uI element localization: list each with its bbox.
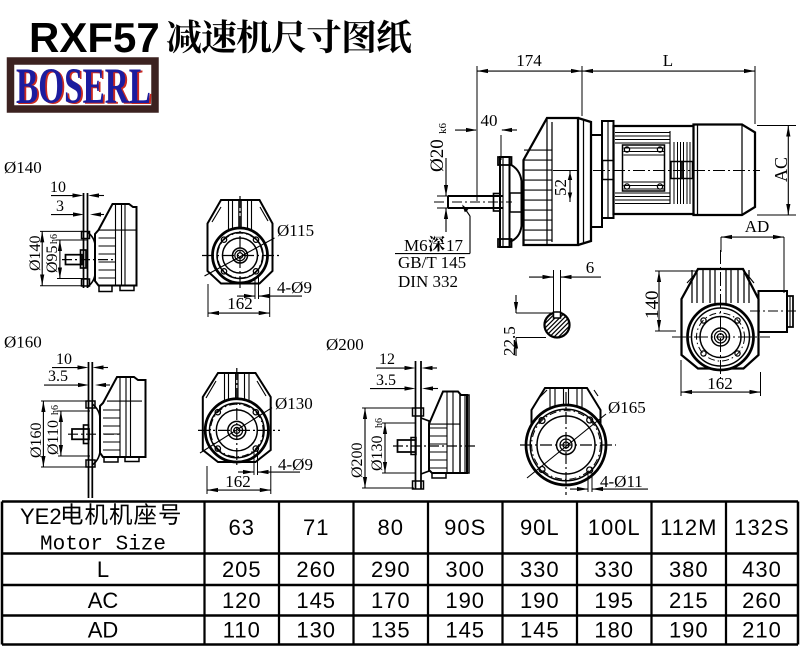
- svg-text:4-Ø11: 4-Ø11: [600, 472, 643, 491]
- svg-text:GB/T 145: GB/T 145: [398, 253, 466, 272]
- svg-text:330: 330: [594, 557, 634, 582]
- svg-text:RXF57: RXF57: [29, 14, 160, 61]
- svg-text:40: 40: [481, 111, 498, 130]
- svg-text:AC: AC: [771, 157, 791, 182]
- svg-text:145: 145: [520, 618, 560, 643]
- svg-text:Ø130: Ø130: [369, 435, 386, 471]
- svg-text:330: 330: [520, 557, 560, 582]
- svg-text:195: 195: [594, 588, 634, 613]
- svg-text:Ø165: Ø165: [608, 398, 646, 417]
- svg-text:10: 10: [56, 351, 72, 368]
- svg-text:380: 380: [669, 557, 709, 582]
- svg-text:162: 162: [225, 472, 251, 491]
- svg-text:3.5: 3.5: [376, 372, 396, 389]
- svg-text:190: 190: [669, 618, 709, 643]
- svg-text:162: 162: [227, 294, 253, 313]
- svg-text:k6: k6: [437, 123, 449, 135]
- svg-text:132S: 132S: [734, 515, 789, 540]
- svg-text:AC: AC: [88, 588, 119, 613]
- svg-text:52: 52: [551, 179, 570, 196]
- svg-text:110: 110: [223, 618, 261, 643]
- svg-text:162: 162: [707, 374, 733, 393]
- svg-text:430: 430: [742, 557, 782, 582]
- svg-text:Motor Size: Motor Size: [40, 534, 166, 557]
- svg-text:AD: AD: [745, 217, 770, 236]
- svg-text:170: 170: [371, 588, 411, 613]
- svg-text:174: 174: [516, 51, 542, 70]
- svg-text:100L: 100L: [588, 515, 641, 540]
- svg-text:190: 190: [520, 588, 560, 613]
- svg-text:260: 260: [296, 557, 336, 582]
- svg-text:Ø140: Ø140: [27, 235, 44, 271]
- svg-text:3: 3: [56, 198, 64, 215]
- svg-text:Ø20: Ø20: [427, 139, 448, 172]
- svg-text:205: 205: [222, 557, 262, 582]
- svg-text:215: 215: [669, 588, 709, 613]
- svg-text:71: 71: [303, 515, 329, 540]
- svg-text:22.5: 22.5: [500, 326, 519, 356]
- svg-text:130: 130: [296, 618, 336, 643]
- svg-text:140: 140: [642, 291, 663, 320]
- svg-text:17: 17: [446, 236, 464, 255]
- svg-text:L: L: [97, 557, 109, 582]
- svg-text:AD: AD: [88, 618, 119, 643]
- svg-text:Ø115: Ø115: [277, 221, 314, 240]
- svg-text:Ø200: Ø200: [349, 442, 366, 478]
- svg-text:12: 12: [379, 351, 395, 368]
- svg-text:80: 80: [378, 515, 404, 540]
- svg-text:6: 6: [586, 258, 595, 277]
- svg-text:h6: h6: [50, 405, 61, 415]
- svg-text:h6: h6: [49, 234, 60, 244]
- svg-text:112M: 112M: [660, 515, 717, 540]
- svg-text:Ø200: Ø200: [326, 335, 364, 354]
- svg-text:Ø160: Ø160: [4, 333, 42, 352]
- svg-text:63: 63: [229, 515, 255, 540]
- svg-text:L: L: [663, 51, 673, 70]
- svg-text:Ø95: Ø95: [44, 245, 61, 273]
- svg-text:290: 290: [371, 557, 411, 582]
- svg-text:135: 135: [371, 618, 411, 643]
- svg-text:Ø140: Ø140: [4, 158, 42, 177]
- svg-text:145: 145: [445, 618, 485, 643]
- svg-text:DIN 332: DIN 332: [398, 272, 458, 291]
- svg-text:Ø160: Ø160: [28, 422, 45, 458]
- svg-text:Ø130: Ø130: [275, 394, 313, 413]
- svg-text:120: 120: [222, 588, 262, 613]
- svg-text:10: 10: [50, 179, 66, 196]
- svg-text:Ø110: Ø110: [45, 420, 62, 455]
- svg-text:300: 300: [445, 557, 485, 582]
- svg-text:M6: M6: [404, 236, 428, 255]
- svg-text:260: 260: [742, 588, 782, 613]
- svg-text:145: 145: [296, 588, 336, 613]
- svg-text:BOSERL: BOSERL: [18, 60, 153, 116]
- svg-text:BOSERL: BOSERL: [16, 59, 151, 115]
- svg-text:90S: 90S: [444, 515, 486, 540]
- svg-text:h6: h6: [374, 418, 385, 428]
- svg-text:190: 190: [445, 588, 485, 613]
- svg-text:180: 180: [594, 618, 634, 643]
- svg-text:4-Ø9: 4-Ø9: [278, 455, 313, 474]
- svg-text:YE2: YE2: [20, 504, 62, 529]
- svg-text:210: 210: [742, 618, 782, 643]
- svg-text:4-Ø9: 4-Ø9: [277, 278, 312, 297]
- svg-text:3.5: 3.5: [48, 368, 68, 385]
- svg-text:90L: 90L: [520, 515, 560, 540]
